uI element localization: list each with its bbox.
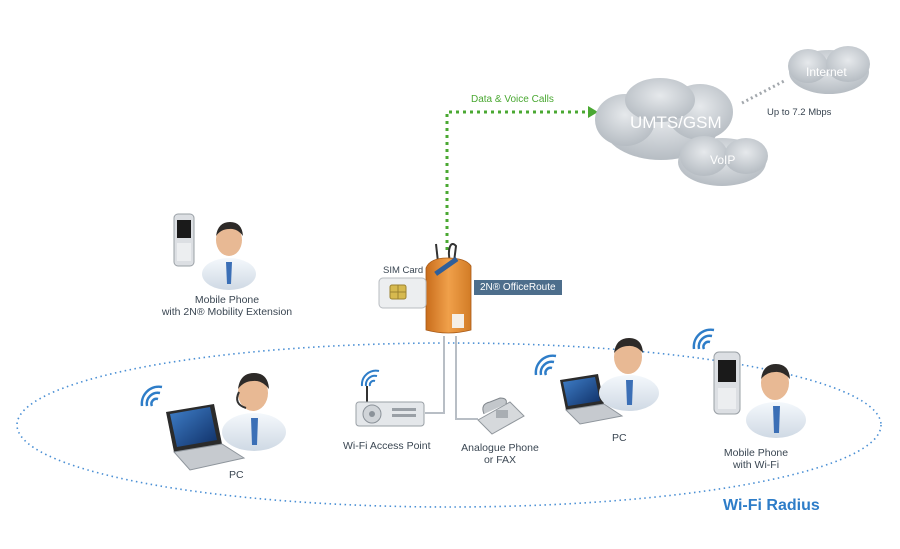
pc-left-label: PC	[229, 469, 244, 481]
person-icon	[599, 338, 659, 411]
mobile-phone-icon	[713, 351, 741, 415]
mobile-extension-label: Mobile Phone with 2N® Mobility Extension	[152, 294, 302, 318]
wifi-icon	[360, 369, 380, 387]
laptop-icon	[166, 404, 246, 471]
person-icon	[222, 373, 286, 451]
sim-card-label: SIM Card	[383, 265, 424, 276]
sim-card-icon	[378, 277, 427, 309]
mobile-wifi-label: Mobile Phone with Wi-Fi	[716, 447, 796, 471]
voip-cloud-icon	[678, 136, 768, 186]
data-link-arrow-icon	[588, 106, 598, 118]
analogue-phone-label: Analogue Phone or FAX	[452, 442, 548, 466]
wifi-radius-ellipse	[16, 342, 882, 508]
internet-cloud-icon	[788, 46, 870, 94]
analogue-phone-line1: Analogue Phone	[461, 442, 539, 454]
wifi-icon	[534, 354, 557, 376]
router-icon	[425, 243, 472, 334]
speed-label: Up to 7.2 Mbps	[767, 107, 832, 118]
desk-phone-icon	[477, 397, 525, 435]
analogue-phone-line2: or FAX	[483, 454, 517, 466]
pc-right-label: PC	[612, 432, 627, 444]
voip-label: VoIP	[710, 153, 736, 167]
access-point-icon	[355, 386, 425, 427]
internet-label: Internet	[806, 65, 847, 79]
data-link-line	[445, 110, 588, 250]
wifi-access-point-label: Wi-Fi Access Point	[343, 440, 431, 452]
wifi-radius-label: Wi-Fi Radius	[723, 497, 820, 514]
person-icon	[202, 222, 256, 290]
mobile-wifi-line1: Mobile Phone	[723, 447, 789, 459]
laptop-icon	[560, 374, 624, 425]
person-icon	[746, 364, 806, 438]
mobile-wifi-line2: with Wi-Fi	[732, 459, 780, 471]
ap-cable-line	[425, 336, 445, 414]
mobile-extension-line1: Mobile Phone	[194, 294, 260, 306]
mobile-extension-line2: with 2N® Mobility Extension	[161, 306, 293, 318]
router-name-tag: 2N® OfficeRoute	[474, 280, 562, 295]
data-voice-calls-label: Data & Voice Calls	[471, 94, 554, 105]
wifi-icon	[692, 328, 715, 350]
wifi-icon	[140, 385, 163, 407]
umts-gsm-label: UMTS/GSM	[630, 113, 722, 132]
mobile-phone-icon	[173, 213, 195, 267]
internet-link-line	[741, 78, 787, 105]
phone-cable-line	[455, 336, 478, 420]
